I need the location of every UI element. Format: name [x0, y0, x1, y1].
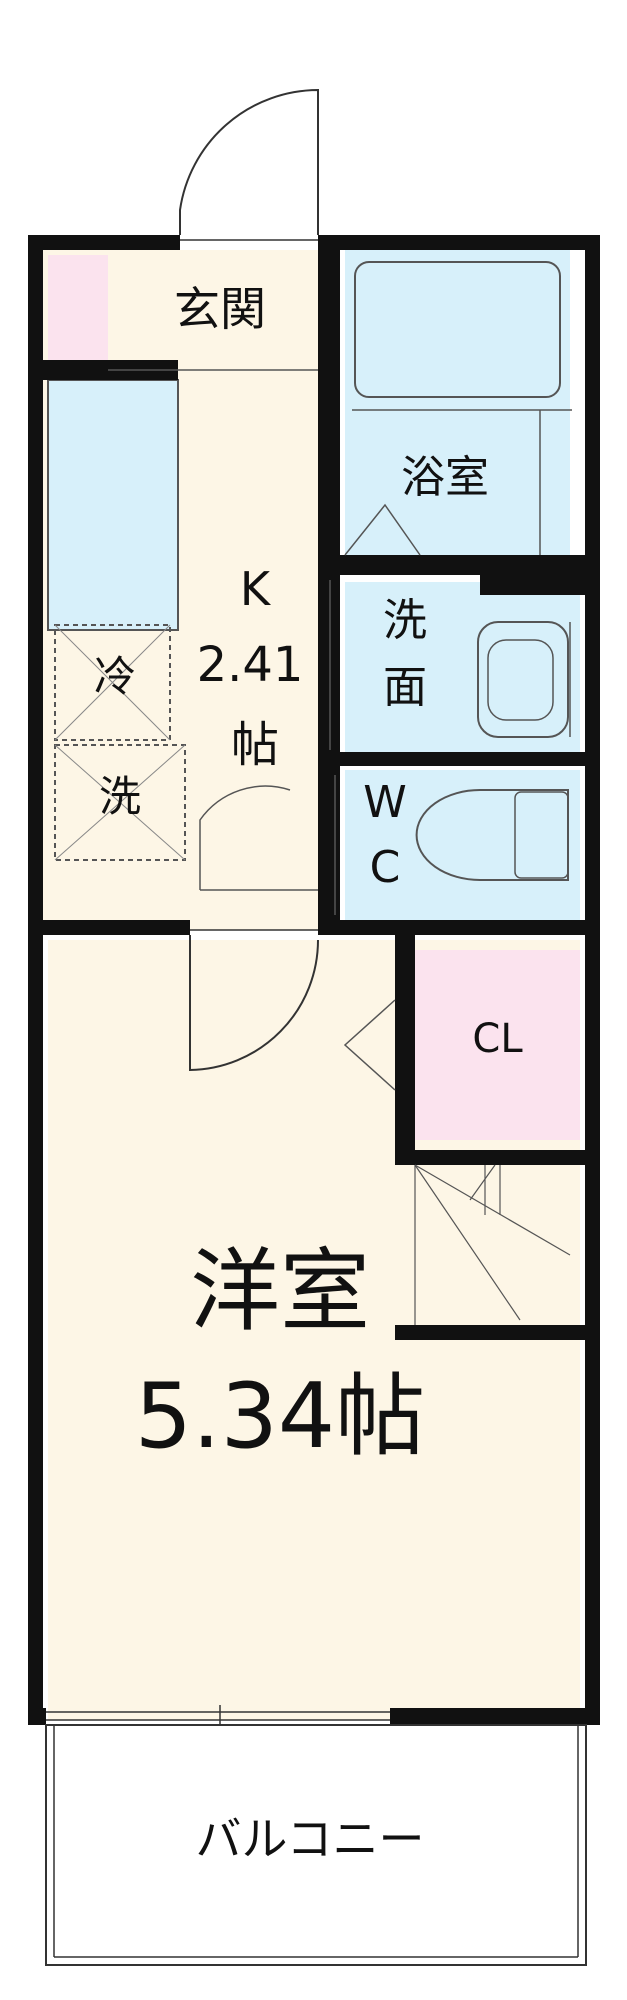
closet-label: CL — [472, 1016, 523, 1062]
wc-label-2: C — [369, 842, 401, 893]
washer-label: 洗 — [98, 772, 141, 821]
washer-space — [54, 744, 186, 861]
bathtub-icon — [354, 261, 561, 398]
storage-lines — [414, 1164, 571, 1325]
balcony — [45, 1724, 587, 1966]
wc-label-1: W — [363, 777, 407, 828]
kitchen-door-swing — [199, 785, 291, 890]
toilet-icon — [415, 789, 569, 881]
balcony-label: バルコニー — [195, 1812, 425, 1866]
western-room-label-2: 5.34帖 — [134, 1364, 426, 1469]
fridge-label: 冷 — [93, 652, 136, 701]
washroom-label-1: 洗 — [383, 595, 427, 646]
closet-door-icon — [343, 999, 396, 1091]
washbasin-icon — [477, 621, 569, 738]
kitchen-counter — [47, 379, 179, 631]
kitchen-label-3: 帖 — [230, 717, 279, 773]
shoe-cabinet — [48, 255, 108, 370]
bath-label: 浴室 — [401, 452, 489, 503]
walls — [28, 235, 600, 1725]
kitchen-label-1: K — [239, 562, 271, 616]
kitchen-label-2: 2.41 — [196, 637, 304, 693]
closet-floor — [415, 950, 580, 1140]
entrance-door-swing — [179, 88, 319, 235]
washroom-label-2: 面 — [383, 662, 427, 713]
entrance-label: 玄関 — [174, 282, 266, 336]
room-door-swing — [189, 935, 319, 1072]
western-room-label-1: 洋室 — [190, 1239, 370, 1344]
bath-door-icon — [344, 503, 421, 556]
fridge-space — [54, 624, 171, 741]
